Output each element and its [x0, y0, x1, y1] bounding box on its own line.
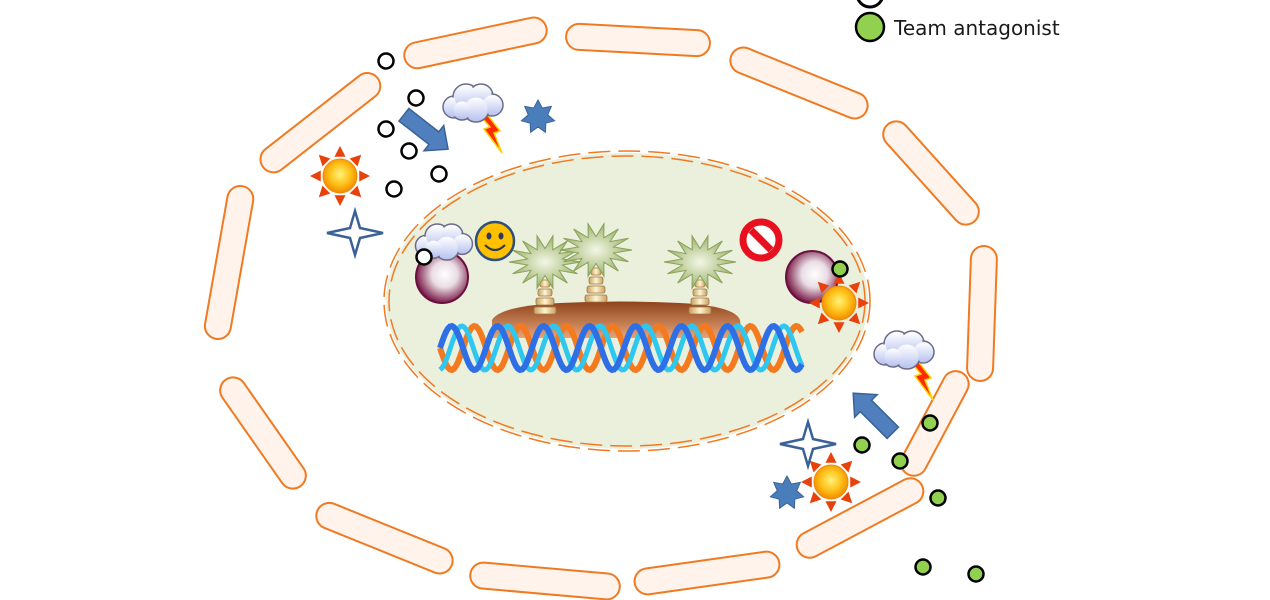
ligand-white-group [377, 52, 448, 266]
antagonist-green [891, 452, 909, 470]
storm-cloud-icon [873, 330, 935, 401]
ligand-white [407, 89, 425, 107]
no-symbol-icon [739, 218, 783, 262]
antagonist-green [853, 436, 871, 454]
storm-cloud-icon [442, 83, 504, 154]
legend-swatch-antagonist [854, 11, 886, 43]
antagonist-green-group [831, 260, 985, 583]
ligand-white [400, 142, 418, 160]
sun-icon [310, 146, 370, 206]
sparkle-icon [326, 206, 384, 260]
arrow-icon [397, 107, 449, 152]
antagonist-green [929, 489, 947, 507]
ligand-white [377, 120, 395, 138]
seven-point-star-icon [520, 98, 556, 134]
sun-icon [809, 273, 869, 333]
ligand-white [385, 180, 403, 198]
cell-membrane [203, 16, 998, 600]
legend [854, 0, 886, 43]
antagonist-green [967, 565, 985, 583]
antagonist-green [831, 260, 849, 278]
nucleus [383, 150, 871, 452]
protein-complex-icon [663, 233, 737, 315]
protein-complex-icon [559, 221, 633, 303]
cloud-icon [414, 223, 474, 261]
ligand-white [415, 248, 433, 266]
legend-swatch-white [856, 0, 884, 9]
antagonist-green [921, 414, 939, 432]
legend-label-antagonist: Team antagonist [894, 16, 1060, 40]
ligand-white [430, 165, 448, 183]
sparkle-icon [779, 417, 837, 471]
arrow-icon [852, 392, 900, 440]
antagonist-green [914, 558, 932, 576]
smiley-icon [474, 220, 516, 262]
protein-complex-icon [508, 233, 582, 315]
sun-icon [801, 452, 861, 512]
dna-helix-icon [437, 322, 805, 374]
seven-point-star-icon [769, 474, 805, 510]
ligand-white [377, 52, 395, 70]
